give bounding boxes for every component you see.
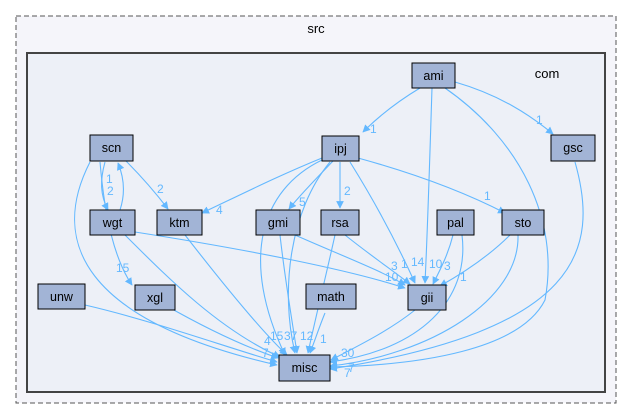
node-scn-label: scn	[102, 141, 122, 155]
node-sto-label: sto	[515, 216, 532, 230]
edge-unw-misc	[84, 304, 278, 364]
cluster-com-label: com	[535, 66, 560, 81]
node-math[interactable]: math	[305, 283, 357, 310]
edge-gmi-misc	[279, 234, 300, 354]
label-ipj-gmi: 5	[299, 195, 306, 209]
edge-wgt-misc	[124, 234, 281, 358]
node-scn[interactable]: scn	[89, 134, 134, 162]
node-pal-label: pal	[447, 216, 464, 230]
edge-ktm-misc	[184, 234, 288, 356]
edge-gsc-misc	[329, 161, 584, 372]
label-scn-wgt: 1	[106, 172, 113, 186]
edge-ami-gii	[421, 87, 433, 284]
node-unw-label: unw	[50, 290, 74, 304]
node-gii-label: gii	[421, 291, 434, 305]
node-ipj[interactable]: ipj	[321, 135, 360, 162]
edge-scn-misc	[74, 161, 278, 368]
edge-labels: 1 1 1 2 2 4 5 2 1 15 3 10 1 14 10 3 1 4 …	[106, 113, 543, 380]
node-wgt[interactable]: wgt	[89, 209, 136, 236]
label-ami-ipj: 1	[370, 122, 377, 136]
label-gii-misc: 30	[341, 346, 355, 360]
label-sto-misc: 7	[348, 361, 355, 375]
node-ipj-label: ipj	[334, 142, 347, 156]
node-ktm-label: ktm	[169, 216, 189, 230]
edge-ipj-gmi	[288, 160, 334, 210]
cluster-src-label: src	[307, 21, 325, 36]
label-gsc-misc: 7	[344, 366, 351, 380]
label-ipj-sto: 1	[484, 189, 491, 203]
edge-ipj-sto	[357, 157, 506, 214]
edge-wgt-gii	[134, 231, 406, 290]
edge-pal-misc	[329, 234, 464, 365]
label-pal-gii: 10	[429, 257, 443, 271]
edge-ipj-ktm	[201, 157, 323, 214]
node-ktm[interactable]: ktm	[156, 209, 203, 236]
label-wgt-scn: 2	[107, 184, 114, 198]
label-sto-gii-a: 3	[444, 259, 451, 273]
edge-ami-ipj	[362, 87, 421, 133]
edge-rsa-gii	[344, 234, 411, 285]
node-math-label: math	[317, 290, 345, 304]
edge-gmi-gii	[294, 234, 406, 286]
label-rsa-gii-a: 10	[385, 270, 399, 284]
edge-ipj-gii	[349, 161, 416, 284]
node-misc-label: misc	[292, 361, 318, 375]
label-ami-gsc: 1	[536, 113, 543, 127]
label-misc-a: 4	[264, 334, 271, 348]
node-ami[interactable]: ami	[411, 62, 456, 89]
node-unw[interactable]: unw	[37, 283, 86, 310]
edge-scn-ktm	[124, 159, 169, 210]
label-misc-c: 37	[284, 329, 298, 343]
edge-math-misc	[308, 312, 326, 354]
label-scn-ktm: 2	[157, 182, 164, 196]
node-gsc-label: gsc	[563, 141, 582, 155]
label-ami-gii: 14	[411, 255, 425, 269]
edge-sto-gii	[439, 234, 511, 287]
node-rsa[interactable]: rsa	[320, 209, 360, 236]
edge-scn-xgl	[99, 161, 133, 286]
node-rsa-label: rsa	[331, 216, 348, 230]
edge-ami-gsc	[454, 81, 554, 135]
node-xgl[interactable]: xgl	[134, 284, 176, 311]
edge-ami-misc	[329, 87, 549, 371]
node-gsc[interactable]: gsc	[550, 134, 596, 162]
edge-ipj-misc-b	[287, 161, 331, 354]
label-rsa-gii-b: 1	[401, 257, 408, 271]
label-unw-misc: 7	[262, 346, 269, 360]
edge-wgt-scn	[117, 162, 125, 211]
node-wgt-label: wgt	[102, 216, 123, 230]
node-misc[interactable]: misc	[278, 354, 331, 382]
node-gmi[interactable]: gmi	[255, 209, 301, 236]
edge-xgl-misc	[164, 304, 279, 360]
label-math-misc: 1	[320, 332, 327, 346]
edge-sto-misc	[329, 234, 519, 370]
node-pal[interactable]: pal	[436, 209, 475, 236]
label-scn-xgl: 15	[116, 261, 130, 275]
node-gmi-label: gmi	[268, 216, 288, 230]
label-misc-b: 15	[270, 329, 284, 343]
node-ami-label: ami	[423, 69, 443, 83]
label-gmi-gii: 3	[391, 259, 398, 273]
label-ipj-rsa: 2	[344, 184, 351, 198]
label-misc-d: 12	[300, 329, 314, 343]
label-sto-gii-b: 1	[460, 270, 467, 284]
node-xgl-label: xgl	[147, 291, 163, 305]
label-ipj-ktm: 4	[216, 203, 223, 217]
edge-scn-wgt	[101, 161, 109, 211]
edge-pal-gii	[432, 234, 454, 285]
node-gii[interactable]: gii	[407, 284, 447, 311]
node-sto[interactable]: sto	[501, 209, 545, 236]
edge-gii-misc	[330, 309, 416, 361]
